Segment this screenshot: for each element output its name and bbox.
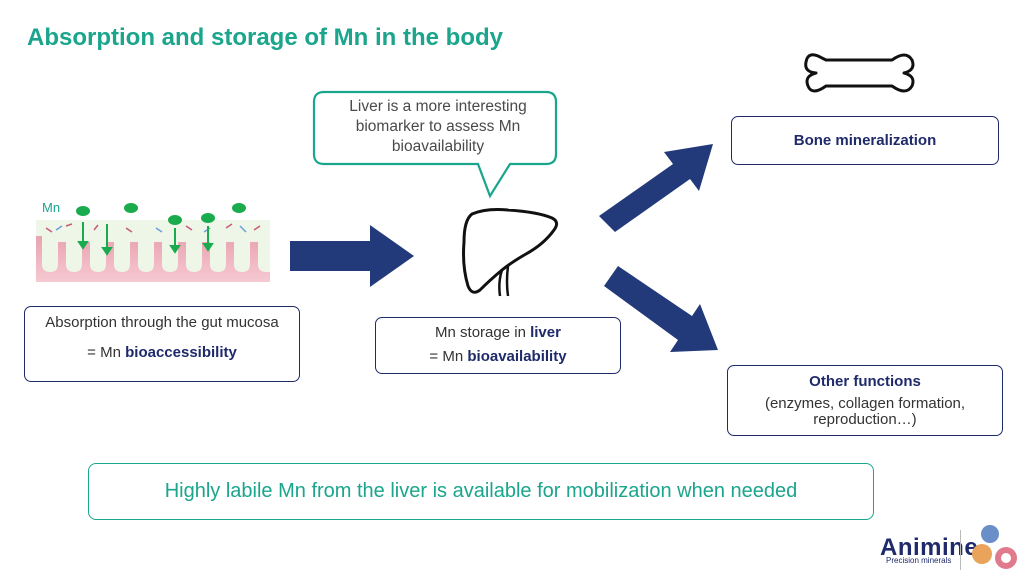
gut-line2-prefix: = Mn bbox=[87, 344, 126, 361]
banner-text: Highly labile Mn from the liver is avail… bbox=[164, 480, 798, 502]
liver-icon bbox=[462, 208, 559, 297]
arrow-right-icon bbox=[290, 225, 414, 287]
bone-mineralization-box: Bone mineralization bbox=[731, 116, 999, 165]
bone-icon bbox=[804, 53, 915, 93]
bone-label: Bone mineralization bbox=[793, 132, 937, 149]
liver-line1-bold: liver bbox=[530, 324, 561, 341]
logo-divider bbox=[960, 530, 961, 570]
animine-tagline: Precision minerals bbox=[886, 556, 952, 565]
liver-line2-bold: bioavailability bbox=[467, 348, 567, 365]
arrow-up-right-icon bbox=[599, 144, 713, 232]
gut-absorption-box: Absorption through the gut mucosa = Mn b… bbox=[24, 306, 300, 382]
liver-storage-box: Mn storage in liver = Mn bioavailability bbox=[375, 317, 621, 374]
gut-line2: = Mn bioaccessibility bbox=[25, 344, 299, 362]
gut-villi-illustration bbox=[36, 203, 270, 282]
callout-bubble bbox=[312, 90, 558, 199]
liver-line1: Mn storage in liver bbox=[376, 324, 620, 342]
conclusion-banner: Highly labile Mn from the liver is avail… bbox=[88, 463, 874, 520]
other-title: Other functions bbox=[809, 373, 921, 390]
gut-line1: Absorption through the gut mucosa bbox=[45, 314, 279, 331]
liver-line1-prefix: Mn storage in bbox=[435, 324, 531, 341]
liver-line2: = Mn bioavailability bbox=[376, 348, 620, 366]
mn-label: Mn bbox=[42, 200, 61, 215]
animine-logo: Animine bbox=[880, 534, 979, 561]
liver-line2-prefix: = Mn bbox=[429, 348, 468, 365]
animal-icons bbox=[972, 525, 1017, 569]
page-title: Absorption and storage of Mn in the body bbox=[27, 24, 503, 51]
other-detail: (enzymes, collagen formation, reproducti… bbox=[764, 395, 966, 428]
callout-text: Liver is a more interesting biomarker to… bbox=[349, 98, 527, 155]
gut-line2-bold: bioaccessibility bbox=[125, 344, 237, 361]
arrow-down-right-icon bbox=[604, 266, 718, 352]
other-functions-box: Other functions (enzymes, collagen forma… bbox=[727, 365, 1003, 436]
